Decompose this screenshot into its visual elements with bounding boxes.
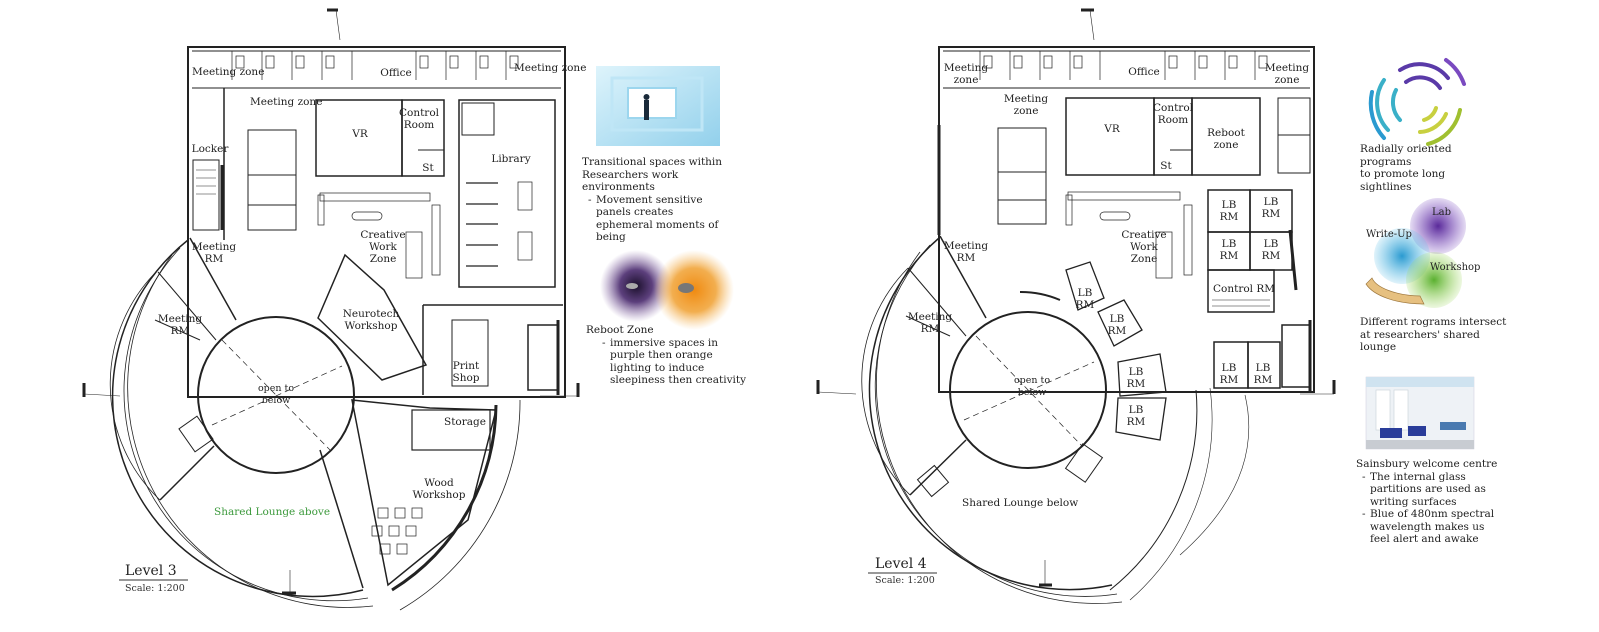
l4-lb-rm-9: LB RM xyxy=(1219,362,1239,386)
l4-meeting-rm-2: Meeting RM xyxy=(907,311,953,335)
reboot-bullet-1: immersive spaces in purple then orange l… xyxy=(602,337,755,387)
radial-line-2: to promote long sightlines xyxy=(1360,168,1446,193)
l3-shared-lounge: Shared Lounge above xyxy=(214,506,331,518)
level4-plan xyxy=(816,8,1336,604)
program-label-lab: Lab xyxy=(1432,207,1452,218)
l3-print-shop: Print Shop xyxy=(452,360,480,384)
l3-title: Level 3 xyxy=(125,563,177,579)
l4-lb-rm-8: LB RM xyxy=(1126,404,1146,428)
l3-locker: Locker xyxy=(191,143,229,155)
l4-meeting-zone-2: Meeting zone xyxy=(1264,62,1310,86)
tunnel-image xyxy=(596,66,720,146)
l3-meeting-zone-3: Meeting zone xyxy=(250,96,323,108)
l4-reboot-zone: Reboot zone xyxy=(1207,127,1245,151)
l4-vr: VR xyxy=(1104,123,1120,135)
transitional-bullet-1: Movement sensitive panels creates epheme… xyxy=(588,194,726,244)
transitional-heading-1: Transitional spaces within xyxy=(582,156,723,168)
l4-open-to-below: open to below xyxy=(1013,375,1051,398)
reboot-zone-image xyxy=(600,250,734,330)
l3-control-room: Control Room xyxy=(398,107,440,131)
l4-lb-rm-5: LB RM xyxy=(1075,287,1095,311)
l4-scale: Scale: 1:200 xyxy=(875,575,935,586)
l3-open-to-below: open to below xyxy=(257,383,295,406)
radial-note: Radially oriented programs to promote lo… xyxy=(1360,143,1500,193)
l4-lb-rm-4: LB RM xyxy=(1261,238,1281,262)
programs-line-2: at researchers' shared lounge xyxy=(1360,328,1480,354)
l3-st: St xyxy=(422,162,434,174)
transitional-heading-2: Researchers work environments xyxy=(582,168,679,194)
l3-vr: VR xyxy=(352,128,368,140)
l4-control-rm: Control RM xyxy=(1212,283,1276,295)
l4-lb-rm-7: LB RM xyxy=(1126,366,1146,390)
l3-creative-work-zone: Creative Work Zone xyxy=(360,229,406,265)
level3-plan xyxy=(82,8,580,611)
l4-meeting-rm-1: Meeting RM xyxy=(943,240,989,264)
sainsbury-bullet-1: The internal glass partitions are used a… xyxy=(1362,471,1488,509)
l4-lb-rm-3: LB RM xyxy=(1219,238,1239,262)
l3-office: Office xyxy=(380,67,412,79)
l4-meeting-zone-1: Meeting zone xyxy=(943,62,989,86)
l3-meeting-zone-2: Meeting zone xyxy=(514,62,587,74)
programs-note: Different rograms intersect at researche… xyxy=(1360,316,1510,354)
sainsbury-bullet-2: Blue of 480nm spectral wavelength makes … xyxy=(1362,508,1495,546)
sainsbury-note: Sainsbury welcome centre The internal gl… xyxy=(1356,458,1506,546)
l3-neurotech-workshop: Neurotech Workshop xyxy=(342,308,400,332)
l4-title: Level 4 xyxy=(875,556,927,572)
l4-lb-rm-10: LB RM xyxy=(1253,362,1273,386)
transitional-note: Transitional spaces within Researchers w… xyxy=(582,156,752,244)
radial-line-1: Radially oriented programs xyxy=(1360,143,1452,168)
program-label-writeup: Write-Up xyxy=(1366,229,1412,240)
sainsbury-heading: Sainsbury welcome centre xyxy=(1356,458,1498,470)
l3-scale: Scale: 1:200 xyxy=(125,583,185,594)
l3-meeting-rm-2: Meeting RM xyxy=(157,313,203,337)
programs-diagram xyxy=(1365,198,1466,308)
reboot-heading: Reboot Zone xyxy=(586,324,654,336)
l4-lb-rm-1: LB RM xyxy=(1219,199,1239,223)
l4-meeting-zone-3: Meeting zone xyxy=(1003,93,1049,117)
program-label-workshop: Workshop xyxy=(1430,262,1481,273)
l4-lb-rm-6: LB RM xyxy=(1107,313,1127,337)
l3-storage: Storage xyxy=(444,416,486,428)
l4-st: St xyxy=(1160,160,1172,172)
l3-wood-workshop: Wood Workshop xyxy=(412,477,466,501)
sainsbury-photo xyxy=(1365,376,1475,450)
reboot-note: Reboot Zone immersive spaces in purple t… xyxy=(586,324,756,387)
programs-line-1: Different rograms intersect xyxy=(1360,316,1507,328)
l4-control-room: Control Room xyxy=(1152,102,1194,126)
l3-meeting-rm-1: Meeting RM xyxy=(191,241,237,265)
l4-creative-work-zone: Creative Work Zone xyxy=(1121,229,1167,265)
radial-programs-logo xyxy=(1368,58,1466,146)
l4-lb-rm-2: LB RM xyxy=(1261,196,1281,220)
l4-shared-lounge: Shared Lounge below xyxy=(962,497,1079,509)
l3-library: Library xyxy=(491,153,531,165)
l4-office: Office xyxy=(1128,66,1160,78)
l3-meeting-zone-1: Meeting zone xyxy=(192,66,265,78)
